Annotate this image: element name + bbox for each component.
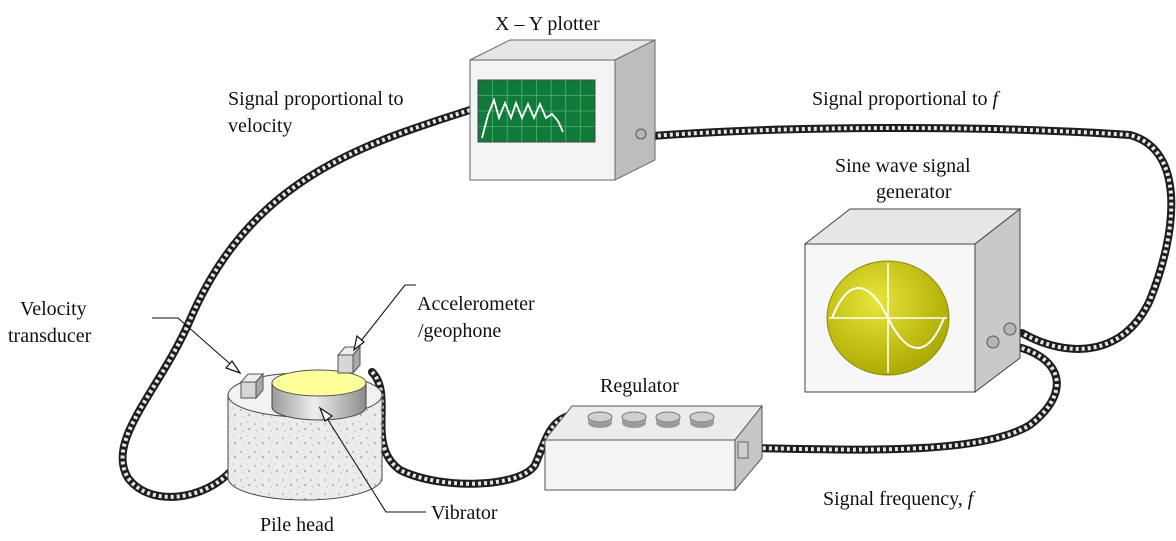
generator-sine-wave: [831, 287, 945, 349]
generator-connector-2: [986, 335, 1000, 349]
label-signal-velocity-1: Signal proportional to: [228, 88, 404, 110]
pile-head-icon: [227, 345, 383, 501]
label-accelerometer-2: /geophone: [418, 320, 501, 342]
sine-wave-generator-icon: [803, 207, 1022, 394]
label-velocity-transducer-1: Velocity: [20, 298, 87, 320]
cables: [118, 106, 1176, 501]
regulator-knobs: [587, 411, 715, 428]
xy-plotter-icon: [469, 39, 656, 181]
label-accelerometer-1: Accelerometer: [417, 293, 535, 315]
label-signal-velocity-2: velocity: [228, 115, 292, 137]
label-signal-frequency: Signal frequency, f: [823, 488, 976, 510]
label-vibrator: Vibrator: [431, 502, 498, 524]
velocity-transducer-pointer: [152, 317, 238, 371]
label-regulator: Regulator: [600, 375, 679, 397]
vibrator-pointer: [322, 411, 426, 513]
vibrator-icon: [271, 369, 367, 421]
label-sine-generator-2: generator: [876, 181, 952, 203]
label-signal-proportional-f: Signal proportional to f: [812, 88, 1001, 110]
accelerometer-pointer: [356, 284, 416, 347]
text-labels: X – Y plotter Signal proportional to vel…: [8, 13, 1001, 536]
velocity-transducer-icon: [239, 372, 265, 400]
label-velocity-transducer-2: transducer: [8, 325, 92, 347]
regulator-box-icon: [543, 404, 764, 492]
generator-connector-1: [1003, 322, 1017, 336]
accelerometer-icon: [336, 345, 362, 375]
label-pile-head: Pile head: [260, 514, 334, 536]
plotter-connector: [635, 128, 647, 140]
plotter-trace: [481, 97, 564, 139]
label-xy-plotter: X – Y plotter: [495, 13, 600, 35]
callout-arrows: [152, 284, 426, 513]
label-sine-generator-1: Sine wave signal: [835, 155, 971, 177]
regulator-connector: [737, 441, 749, 459]
